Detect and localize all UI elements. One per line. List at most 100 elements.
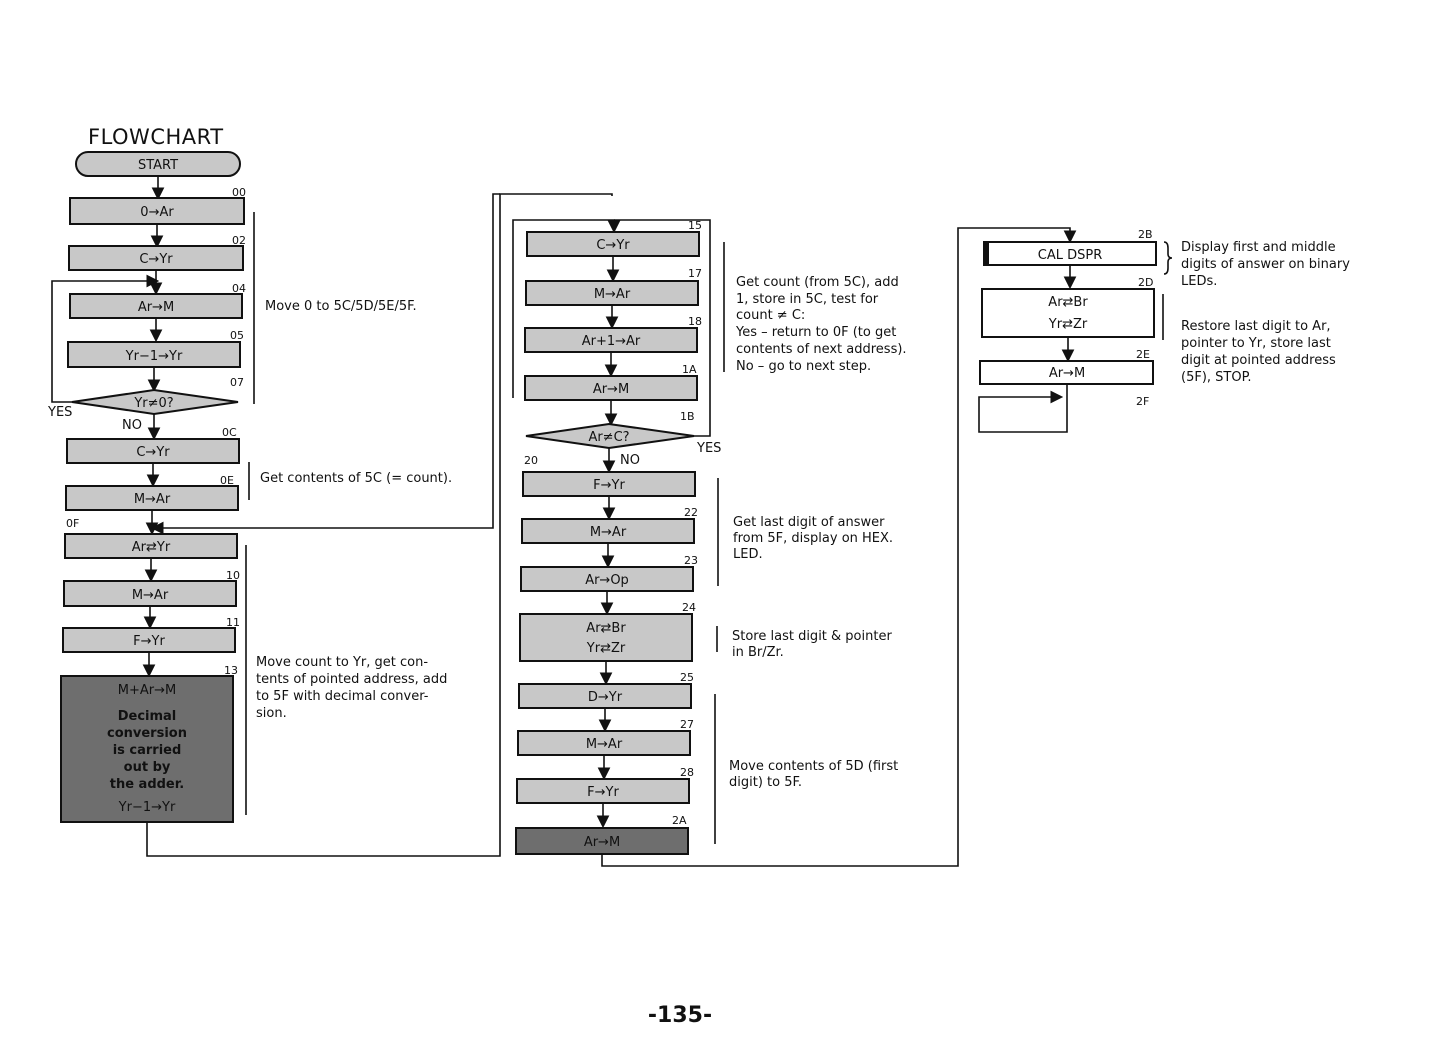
addr-27: 27 bbox=[680, 718, 694, 731]
process-label-13-l3: is carried bbox=[113, 743, 182, 758]
process-label-23: Ar→Op bbox=[585, 573, 629, 588]
process-label-10: M→Ar bbox=[132, 588, 169, 603]
note-7-line-0: Move contents of 5D (first bbox=[729, 759, 898, 774]
addr-2F: 2F bbox=[1136, 395, 1149, 408]
process-box-05: Yr−1→Yr bbox=[67, 341, 241, 368]
process-box-17: M→Ar bbox=[525, 280, 699, 306]
process-box-2A: Ar→M bbox=[515, 827, 689, 855]
addr-11: 11 bbox=[226, 616, 240, 629]
decision-1B: Ar≠C? bbox=[525, 422, 695, 450]
process-label-04: Ar→M bbox=[138, 300, 174, 315]
process-box-18: Ar+1→Ar bbox=[524, 327, 698, 353]
process-box-23: Ar→Op bbox=[520, 566, 694, 592]
note-4-line-5: No – go to next step. bbox=[736, 359, 871, 374]
process-label-13-l0: M+Ar→M bbox=[118, 683, 176, 698]
note-6-line-0: Store last digit & pointer bbox=[732, 629, 892, 644]
note-4-line-4: contents of next address). bbox=[736, 342, 907, 357]
note-1-line-0: Move 0 to 5C/5D/5E/5F. bbox=[265, 299, 417, 314]
note-8-line-2: LEDs. bbox=[1181, 274, 1217, 289]
note-2-line-0: Get contents of 5C (= count). bbox=[260, 471, 452, 486]
process-label-13-l6: Yr−1→Yr bbox=[118, 800, 176, 815]
note-3-line-2: to 5F with decimal conver- bbox=[256, 689, 429, 704]
note-9-line-3: (5F), STOP. bbox=[1181, 370, 1252, 385]
process-label-1A: Ar→M bbox=[593, 382, 629, 397]
process-box-0C: C→Yr bbox=[66, 438, 240, 464]
note-7: Move contents of 5D (first digit) to 5F. bbox=[729, 759, 898, 790]
note-3-line-0: Move count to Yr, get con- bbox=[256, 655, 428, 670]
process-box-15: C→Yr bbox=[526, 231, 700, 257]
process-label-02: C→Yr bbox=[139, 252, 173, 267]
process-label-0F: Ar⇄Yr bbox=[132, 540, 171, 555]
process-box-20: F→Yr bbox=[522, 471, 696, 497]
addr-2E: 2E bbox=[1136, 348, 1150, 361]
process-label-13-l4: out by bbox=[124, 760, 171, 775]
process-label-20: F→Yr bbox=[593, 478, 625, 493]
process-label-00: 0→Ar bbox=[140, 205, 174, 220]
process-label-24-1: Ar⇄Br bbox=[586, 621, 626, 636]
process-label-28: F→Yr bbox=[587, 785, 619, 800]
addr-22: 22 bbox=[684, 506, 698, 519]
process-label-0E: M→Ar bbox=[134, 492, 171, 507]
no-label-07: NO bbox=[122, 418, 142, 433]
process-box-10: M→Ar bbox=[63, 580, 237, 607]
process-box-24: Ar⇄Br Yr⇄Zr bbox=[519, 613, 693, 662]
decision-label-07: Yr≠0? bbox=[133, 396, 173, 411]
addr-05: 05 bbox=[230, 329, 244, 342]
process-label-25: D→Yr bbox=[588, 690, 623, 705]
note-9-line-2: digit at pointed address bbox=[1181, 353, 1336, 368]
note-4-line-1: 1, store in 5C, test for bbox=[736, 292, 879, 307]
addr-1A: 1A bbox=[682, 363, 697, 376]
flowchart-title: FLOWCHART bbox=[88, 125, 224, 149]
process-label-2B: CAL DSPR bbox=[1038, 248, 1102, 263]
no-label-1B: NO bbox=[620, 453, 640, 468]
process-box-00: 0→Ar bbox=[69, 197, 245, 225]
addr-02: 02 bbox=[232, 234, 246, 247]
decision-label-1B: Ar≠C? bbox=[588, 430, 629, 445]
note-3-line-3: sion. bbox=[256, 706, 287, 721]
note-3-line-1: tents of pointed address, add bbox=[256, 672, 447, 687]
process-label-22: M→Ar bbox=[590, 525, 627, 540]
note-6-line-1: in Br/Zr. bbox=[732, 645, 784, 660]
process-box-1A: Ar→M bbox=[524, 375, 698, 401]
note-8: Display first and middle digits of answe… bbox=[1181, 240, 1350, 289]
process-label-2D-2: Yr⇄Zr bbox=[1048, 317, 1088, 332]
process-label-27: M→Ar bbox=[586, 737, 623, 752]
addr-00: 00 bbox=[232, 186, 246, 199]
note-5-line-0: Get last digit of answer bbox=[733, 515, 885, 530]
process-label-13-l1: Decimal bbox=[118, 709, 177, 724]
note-4-line-3: Yes – return to 0F (to get bbox=[735, 325, 896, 340]
note-8-line-0: Display first and middle bbox=[1181, 240, 1336, 255]
process-box-04: Ar→M bbox=[69, 293, 243, 319]
process-label-2E: Ar→M bbox=[1049, 366, 1085, 381]
note-4: Get count (from 5C), add 1, store in 5C,… bbox=[735, 275, 907, 374]
addr-24: 24 bbox=[682, 601, 696, 614]
process-box-22: M→Ar bbox=[521, 518, 695, 544]
process-box-2E: Ar→M bbox=[979, 360, 1154, 385]
process-label-24-2: Yr⇄Zr bbox=[586, 641, 626, 656]
process-box-2B: CAL DSPR bbox=[983, 241, 1157, 266]
process-label-13-l5: the adder. bbox=[110, 777, 185, 792]
note-4-line-0: Get count (from 5C), add bbox=[736, 275, 899, 290]
process-label-2A: Ar→M bbox=[584, 835, 620, 850]
note-5-line-1: from 5F, display on HEX. bbox=[733, 531, 893, 546]
process-box-13: M+Ar→M Decimal conversion is carried out… bbox=[60, 675, 234, 823]
process-box-25: D→Yr bbox=[518, 683, 692, 709]
addr-25: 25 bbox=[680, 671, 694, 684]
addr-28: 28 bbox=[680, 766, 694, 779]
process-box-0F: Ar⇄Yr bbox=[64, 533, 238, 559]
process-label-2D-1: Ar⇄Br bbox=[1048, 295, 1088, 310]
addr-07: 07 bbox=[230, 376, 244, 389]
process-box-27: M→Ar bbox=[517, 730, 691, 756]
start-terminal: START bbox=[75, 151, 241, 177]
addr-2B: 2B bbox=[1138, 228, 1153, 241]
note-3: Move count to Yr, get con- tents of poin… bbox=[256, 655, 447, 721]
note-1: Move 0 to 5C/5D/5E/5F. bbox=[265, 299, 417, 314]
addr-18: 18 bbox=[688, 315, 702, 328]
note-2: Get contents of 5C (= count). bbox=[260, 471, 452, 486]
note-9: Restore last digit to Ar, pointer to Yr,… bbox=[1181, 319, 1336, 385]
addr-23: 23 bbox=[684, 554, 698, 567]
process-box-0E: M→Ar bbox=[65, 485, 239, 511]
yes-label-07: YES bbox=[47, 405, 72, 420]
stop-loop bbox=[978, 384, 1068, 433]
addr-0C: 0C bbox=[222, 426, 237, 439]
